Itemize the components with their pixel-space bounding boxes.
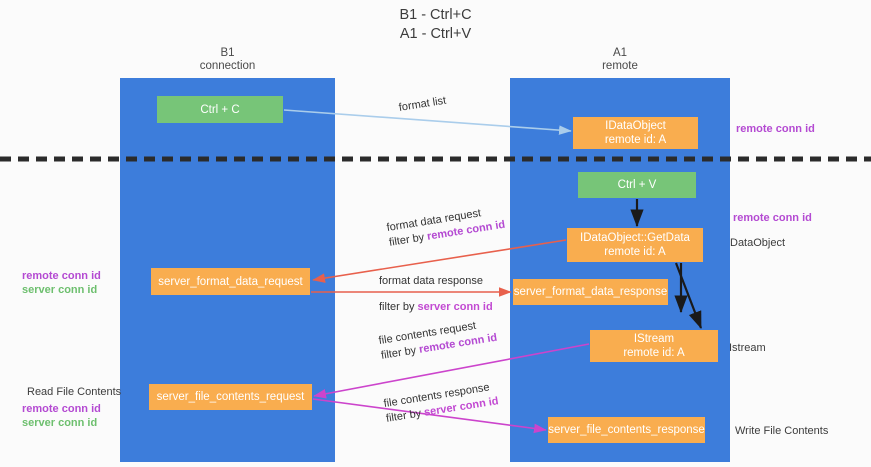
edge-label-file-contents-response: file contents response filter by server … bbox=[383, 379, 500, 426]
edge-label-primary: format data response bbox=[379, 275, 483, 287]
annotation-left-remote-conn-id-bot: remote conn id bbox=[22, 403, 101, 415]
column-header-b1: B1 connection bbox=[199, 47, 256, 72]
annotation-left-server-conn-id-top: server conn id bbox=[22, 284, 98, 296]
edge-label-primary: format list bbox=[397, 94, 447, 114]
node-server-file-contents-response[interactable]: server_file_contents_response bbox=[548, 417, 705, 443]
node-istream[interactable]: IStream remote id: A bbox=[590, 330, 718, 362]
filter-prefix: filter by bbox=[379, 301, 418, 313]
annotation-left-remote-conn-id-top: remote conn id bbox=[22, 270, 101, 282]
node-server-file-contents-request[interactable]: server_file_contents_request bbox=[149, 384, 312, 410]
annotation-left-server-conn-id-bot: server conn id bbox=[22, 417, 98, 429]
annotation-right-istream: Istream bbox=[729, 342, 766, 354]
annotation-right-dataobject: DataObject bbox=[730, 237, 786, 249]
node-ctrl-c[interactable]: Ctrl + C bbox=[157, 96, 283, 123]
edge-label-file-contents-request: file contents request filter by remote c… bbox=[378, 316, 499, 364]
annotation-left-read-file-contents: Read File Contents bbox=[27, 386, 122, 398]
edge-label-format-list: format list bbox=[398, 94, 447, 116]
node-idataobject[interactable]: IDataObject remote id: A bbox=[573, 117, 698, 149]
edge-label-filter: filter by server conn id bbox=[379, 300, 493, 315]
annotation-right-remote-conn-id-mid: remote conn id bbox=[733, 212, 812, 224]
page-title: B1 - Ctrl+C A1 - Ctrl+V bbox=[399, 7, 472, 42]
filter-key: server conn id bbox=[417, 301, 493, 313]
edge-label-format-data-response: format data response filter by server co… bbox=[379, 274, 493, 315]
node-idataobject-getdata[interactable]: IDataObject::GetData remote id: A bbox=[567, 228, 703, 262]
annotation-right-write-file-contents: Write File Contents bbox=[735, 425, 829, 437]
node-server-format-data-request[interactable]: server_format_data_request bbox=[151, 268, 310, 295]
column-header-a1: A1 remote bbox=[602, 47, 638, 72]
node-server-format-data-response[interactable]: server_format_data_response bbox=[513, 279, 668, 305]
edge-label-format-data-request: format data request filter by remote con… bbox=[386, 203, 507, 251]
annotation-right-remote-conn-id-top: remote conn id bbox=[736, 123, 815, 135]
node-ctrl-v[interactable]: Ctrl + V bbox=[578, 172, 696, 198]
